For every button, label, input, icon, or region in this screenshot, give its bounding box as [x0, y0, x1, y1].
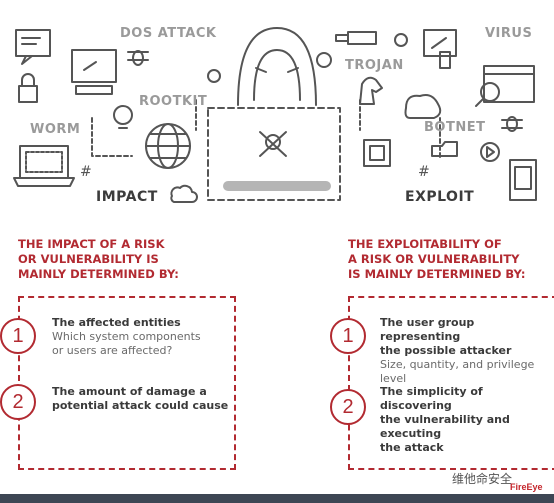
- hacker-icon: [237, 27, 317, 106]
- label-exploit: EXPLOIT: [405, 189, 475, 205]
- impact-heading-line2: OR VULNERABILITY IS: [18, 252, 159, 266]
- hash-icon-2: #: [418, 164, 430, 180]
- exploitability-item-1-title-line1: The user group representing: [380, 316, 475, 343]
- exploitability-dashed-box: [348, 296, 554, 470]
- exploitability-heading-line3: IS MAINLY DETERMINED BY:: [348, 267, 526, 281]
- label-botnet: BOTNET: [424, 120, 486, 135]
- trojan-horse-icon: [359, 76, 383, 105]
- label-trojan: TROJAN: [345, 58, 404, 73]
- bug-icon-2: [501, 116, 523, 132]
- exploitability-item-1-title-line2: the possible attacker: [380, 344, 512, 357]
- exploitability-item-1: The user group representing the possible…: [380, 316, 554, 386]
- exploitability-heading-line2: A RISK OR VULNERABILITY: [348, 252, 520, 266]
- impact-number-2: 2: [0, 384, 36, 420]
- label-virus: VIRUS: [485, 26, 533, 41]
- pin-icon: [316, 52, 332, 68]
- chip-icon: [363, 139, 391, 167]
- browser-search-icon: [475, 65, 535, 107]
- exploitability-number-2: 2: [330, 389, 366, 425]
- impact-item-2: The amount of damage a potential attack …: [52, 385, 228, 413]
- label-worm: WORM: [30, 122, 81, 137]
- chat-window-icon: [15, 29, 51, 65]
- impact-item-1-desc-line2: or users are affected?: [52, 344, 173, 357]
- label-dos-attack: DOS ATTACK: [120, 26, 217, 41]
- exploitability-number-1: 1: [330, 318, 366, 354]
- cloud-icon: [170, 184, 198, 203]
- phone-icon: [509, 159, 537, 201]
- exploitability-item-2: The simplicity of discovering the vulner…: [380, 385, 554, 455]
- exploitability-item-2-title-line1: The simplicity of discovering: [380, 385, 483, 412]
- exploitability-item-2-title-line3: the attack: [380, 441, 444, 454]
- impact-item-2-title-line1: The amount of damage a: [52, 385, 207, 398]
- skull-icon: [259, 131, 287, 157]
- impact-heading: THE IMPACT OF A RISK OR VULNERABILITY IS…: [18, 237, 179, 282]
- brand-logo-text: FireEye: [510, 482, 543, 492]
- impact-item-1-desc-line1: Which system components: [52, 330, 201, 343]
- impact-dashed-box: [18, 296, 236, 470]
- label-rootkit: ROOTKIT: [139, 94, 208, 109]
- exploitability-heading: THE EXPLOITABILITY OF A RISK OR VULNERAB…: [348, 237, 525, 282]
- exploitability-heading-line1: THE EXPLOITABILITY OF: [348, 237, 502, 251]
- laptop-icon: [13, 145, 75, 187]
- label-impact: IMPACT: [96, 189, 158, 205]
- bottom-bar: [0, 494, 554, 503]
- impact-item-1: The affected entities Which system compo…: [52, 316, 201, 358]
- lightbulb-icon: [113, 105, 133, 129]
- exploitability-item-1-desc: Size, quantity, and privilege level: [380, 358, 535, 385]
- exploitability-item-2-title-line2: the vulnerability and executing: [380, 413, 510, 440]
- gear-icon-2: [394, 33, 408, 47]
- folder-icon: [431, 141, 458, 157]
- play-icon: [480, 142, 500, 162]
- brain-icon: [404, 94, 442, 119]
- usb-drive-icon: [335, 31, 377, 45]
- impact-item-2-title-line2: potential attack could cause: [52, 399, 229, 412]
- bug-icon: [127, 50, 149, 66]
- watermark-text: 维他命安全: [452, 472, 513, 486]
- tablet-touch-icon: [423, 29, 457, 69]
- gear-icon: [207, 69, 221, 83]
- globe-icon: [145, 123, 191, 169]
- monitor-icon: [71, 49, 117, 95]
- hash-icon: #: [80, 164, 92, 180]
- impact-heading-line1: THE IMPACT OF A RISK: [18, 237, 165, 251]
- central-laptop-icon: [207, 107, 341, 201]
- impact-number-1: 1: [0, 318, 36, 354]
- impact-item-1-title: The affected entities: [52, 316, 181, 329]
- security-illustration: # #: [13, 27, 537, 203]
- impact-heading-line3: MAINLY DETERMINED BY:: [18, 267, 179, 281]
- lock-icon: [18, 73, 38, 103]
